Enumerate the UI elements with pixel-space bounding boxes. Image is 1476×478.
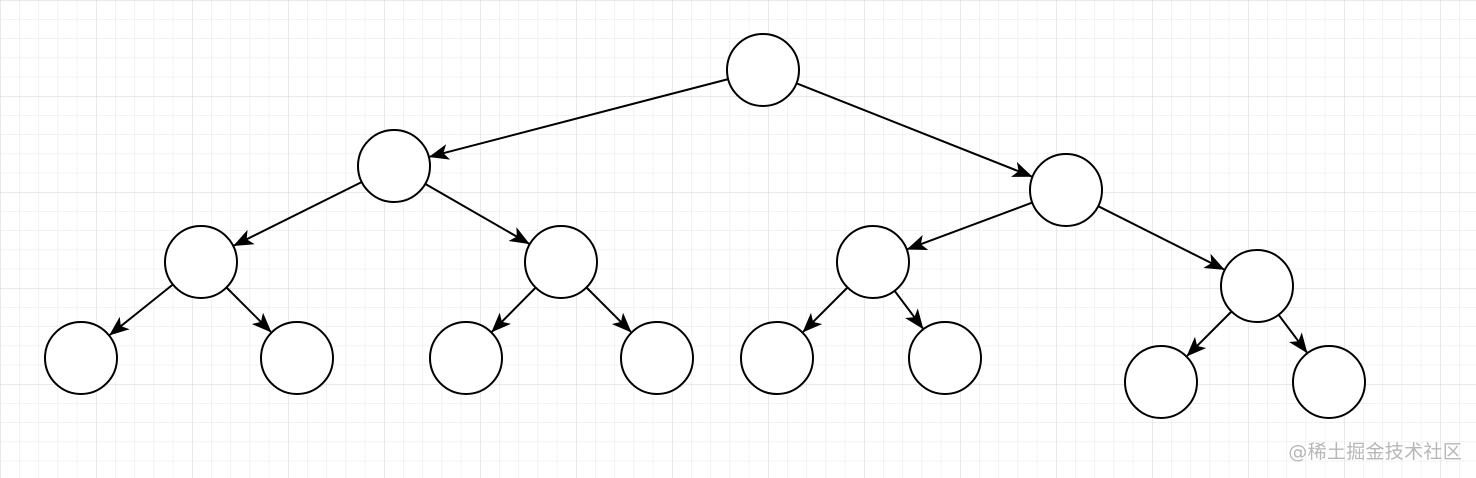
tree-node-lll xyxy=(44,321,118,395)
tree-node-rlr xyxy=(908,321,982,395)
edge-arrow-rr-rrr xyxy=(1277,314,1308,354)
tree-node-rrr xyxy=(1292,345,1366,419)
tree-node-ll xyxy=(164,225,238,299)
tree-node-r xyxy=(1029,153,1103,227)
tree-node-llr xyxy=(260,321,334,395)
tree-node-rll xyxy=(740,321,814,395)
edge-arrow-ll-lll xyxy=(109,283,174,336)
edge-arrow-ll-llr xyxy=(225,286,272,333)
edge-arrow-r-rr xyxy=(1097,205,1225,271)
edge-arrow-rr-rrl xyxy=(1186,310,1233,357)
tree-node-root xyxy=(726,33,800,107)
node-layer xyxy=(44,33,1366,419)
watermark-text: @稀土掘金技术社区 xyxy=(1288,441,1462,463)
edge-arrow-rl-rlr xyxy=(893,290,924,330)
tree-node-rr xyxy=(1220,249,1294,323)
edge-arrow-root-r xyxy=(796,82,1033,178)
tree-node-rrl xyxy=(1124,345,1198,419)
edge-layer xyxy=(109,78,1308,357)
edge-arrow-lr-lrr xyxy=(585,286,632,333)
tree-node-l xyxy=(357,129,431,203)
edge-arrow-l-lr xyxy=(424,183,530,245)
edge-arrow-l-ll xyxy=(233,181,363,247)
tree-node-rl xyxy=(836,225,910,299)
edge-arrow-root-l xyxy=(428,78,729,160)
tree-node-lrr xyxy=(620,321,694,395)
tree-node-lrl xyxy=(429,321,503,395)
edge-arrow-rl-rll xyxy=(802,286,849,333)
edge-arrow-lr-lrl xyxy=(491,286,537,333)
edge-arrow-r-rl xyxy=(906,201,1033,251)
tree-node-lr xyxy=(524,225,598,299)
